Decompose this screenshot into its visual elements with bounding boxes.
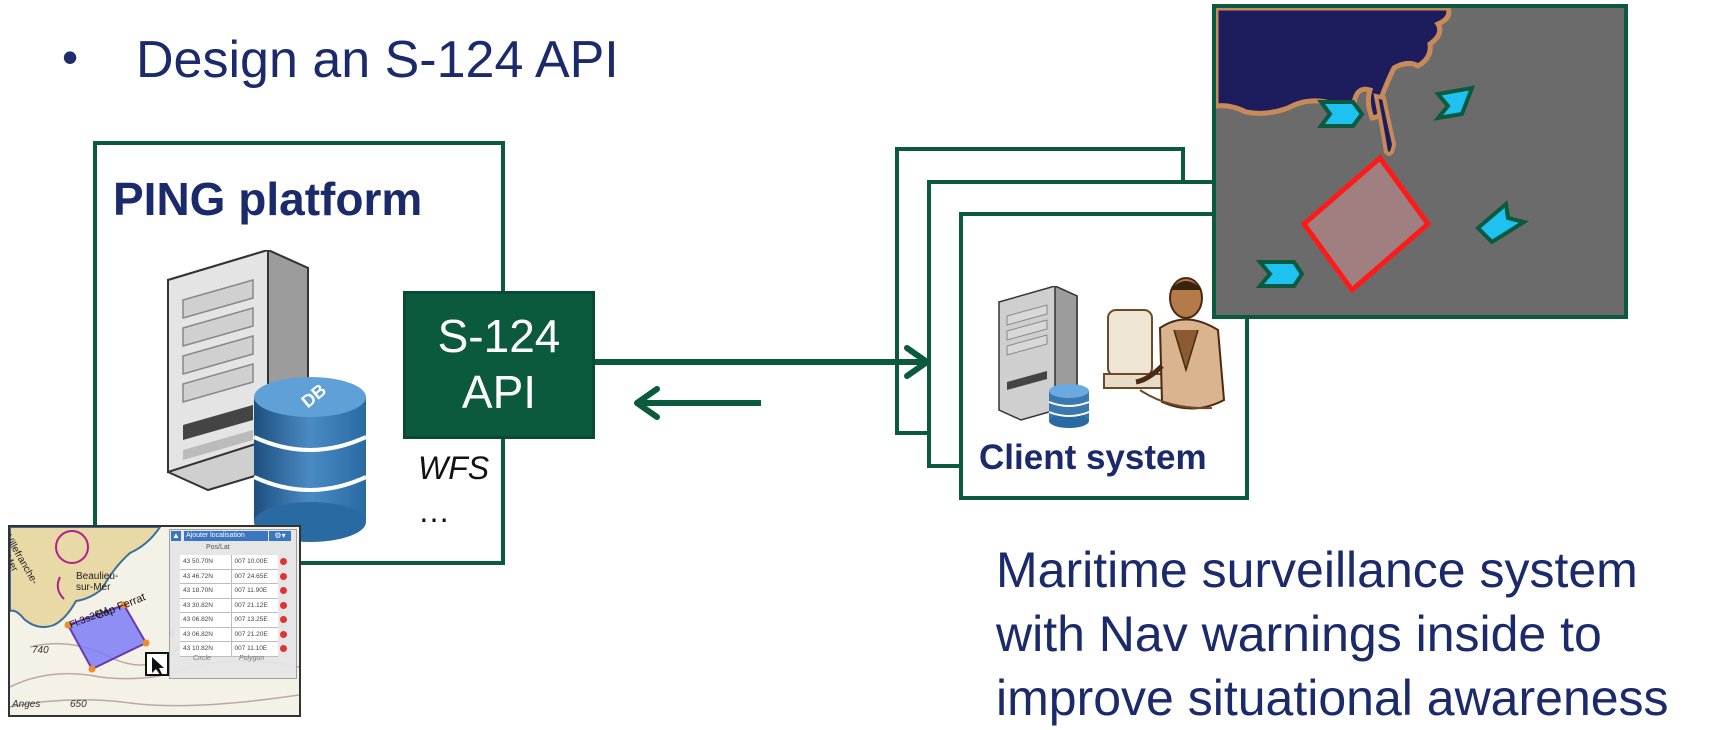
depth-740: 740 bbox=[32, 645, 49, 656]
delete-row-icon[interactable] bbox=[280, 601, 287, 609]
caption-line-3: improve situational awareness bbox=[996, 670, 1669, 726]
protocol-wfs: WFS bbox=[418, 450, 490, 486]
vessel-icon bbox=[1255, 85, 1530, 288]
latitude-cell[interactable]: 43 06.82N bbox=[180, 613, 233, 627]
longitude-cell[interactable]: 007 10.00E bbox=[234, 558, 268, 565]
latitude-cell[interactable]: 43 06.82N bbox=[180, 627, 233, 641]
place-label-beaulieu: Beaulieu-sur-Mer bbox=[76, 571, 119, 593]
nautical-chart-thumbnail: Villefranche-sur-Mer Beaulieu-sur-Mer Ca… bbox=[8, 525, 301, 717]
latitude-cell[interactable]: 43 18.70N bbox=[180, 584, 233, 598]
s124-api-box: S-124 API bbox=[403, 291, 595, 439]
place-label-anges: Anges bbox=[12, 699, 41, 710]
add-location-button[interactable]: Ajouter localisation bbox=[184, 531, 268, 541]
longitude-cell[interactable]: 007 21.20E bbox=[234, 630, 268, 638]
latitude-cell[interactable]: 43 50.70N bbox=[180, 555, 233, 569]
delete-row-icon[interactable] bbox=[280, 572, 287, 580]
longitude-cell[interactable]: 007 24.65E bbox=[234, 572, 268, 580]
longitude-cell[interactable]: 007 21.12E bbox=[234, 601, 268, 609]
api-line-1: S-124 bbox=[437, 310, 561, 362]
collapse-button[interactable]: ▲ bbox=[171, 531, 181, 541]
client-system-label: Client system bbox=[979, 438, 1207, 477]
warning-area bbox=[1300, 154, 1432, 294]
chart-background bbox=[10, 527, 299, 708]
table-header: Pos/Lat bbox=[206, 544, 230, 551]
footer-left-label: Circle bbox=[193, 655, 211, 662]
api-line-2: API bbox=[461, 366, 537, 418]
latitude-cell[interactable]: 43 10.82N bbox=[180, 642, 233, 656]
ping-platform-title: PING platform bbox=[113, 173, 423, 225]
protocol-more: … bbox=[418, 493, 450, 529]
database-icon bbox=[1048, 384, 1090, 428]
delete-row-icon[interactable] bbox=[280, 616, 287, 623]
footer-right-label: Polygon bbox=[239, 655, 265, 662]
delete-row-icon[interactable] bbox=[280, 630, 287, 638]
map-canvas bbox=[1216, 8, 1530, 294]
caption: Maritime surveillance system with Nav wa… bbox=[996, 538, 1669, 730]
latitude-cell[interactable]: 43 46.72N bbox=[180, 569, 233, 583]
delete-row-icon[interactable] bbox=[280, 587, 287, 594]
delete-row-icon[interactable] bbox=[280, 558, 287, 565]
caption-line-2: with Nav warnings inside to bbox=[996, 606, 1602, 662]
api-connection-arrows bbox=[595, 345, 930, 420]
latitude-cell[interactable]: 43 30.82N bbox=[180, 598, 233, 612]
caption-line-1: Maritime surveillance system bbox=[996, 542, 1638, 598]
longitude-cell[interactable]: 007 13.25E bbox=[234, 616, 268, 623]
longitude-cell[interactable]: 007 11.10E bbox=[234, 645, 268, 652]
bullet-heading: Design an S-124 API bbox=[136, 31, 619, 89]
depth-650: 650 bbox=[70, 699, 87, 710]
surveillance-map bbox=[1212, 4, 1628, 319]
operator-icon bbox=[1103, 277, 1226, 410]
database-icon: DB bbox=[253, 377, 367, 542]
longitude-cell[interactable]: 007 11.90E bbox=[234, 587, 268, 594]
gear-icon[interactable]: ⚙▾ bbox=[269, 531, 291, 541]
bullet-marker: • bbox=[62, 31, 79, 83]
cursor-icon bbox=[145, 652, 169, 676]
delete-row-icon[interactable] bbox=[280, 645, 287, 652]
